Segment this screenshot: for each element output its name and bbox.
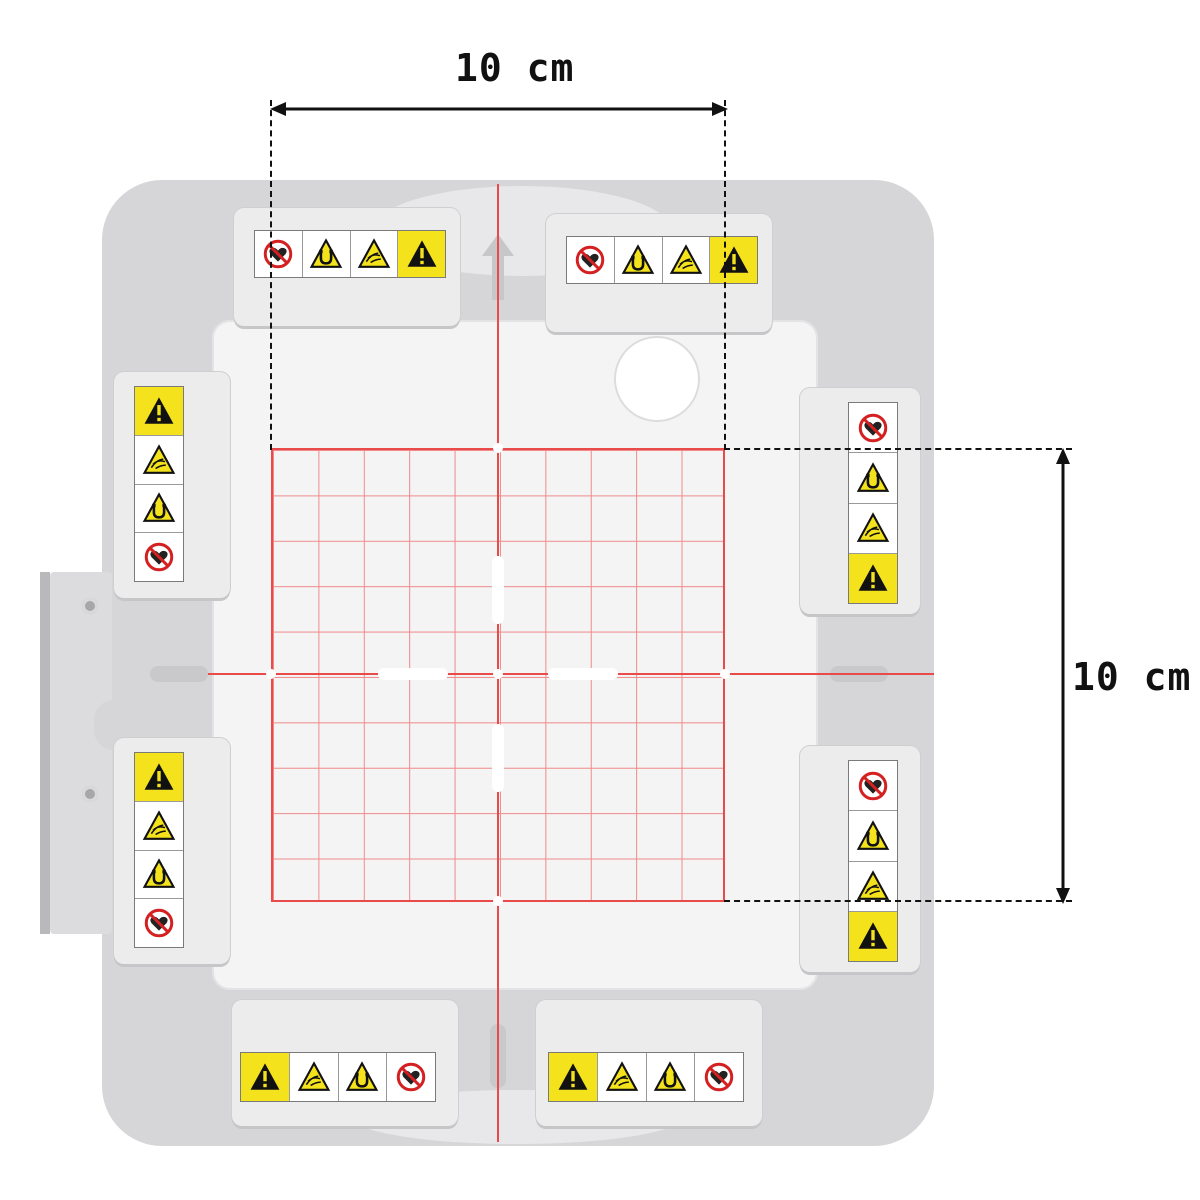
grid-slot-top bbox=[492, 556, 504, 624]
no-pacemaker-icon bbox=[856, 411, 890, 445]
clamp-rail bbox=[40, 572, 50, 934]
width-extension-right bbox=[724, 100, 726, 450]
hand-pinch-icon bbox=[142, 809, 176, 843]
warning-label-bottom-right bbox=[548, 1052, 744, 1102]
magnet-icon bbox=[345, 1060, 379, 1094]
grid-slot-right bbox=[548, 668, 618, 680]
no-pacemaker-icon bbox=[702, 1060, 736, 1094]
no-pacemaker-icon bbox=[856, 769, 890, 803]
magnet-icon bbox=[309, 237, 343, 271]
hoop-hole bbox=[614, 336, 700, 422]
grid-dot-right bbox=[720, 669, 730, 679]
vertical-center-line bbox=[497, 184, 499, 1142]
hand-pinch-icon bbox=[142, 443, 176, 477]
no-pacemaker-icon bbox=[142, 540, 176, 574]
warning-label-bottom-left bbox=[240, 1052, 436, 1102]
exclamation-icon bbox=[856, 561, 890, 595]
warning-label-left-upper bbox=[134, 386, 184, 582]
warning-label-top-left bbox=[254, 230, 446, 278]
no-pacemaker-icon bbox=[573, 243, 607, 277]
clamp-screw-bottom bbox=[82, 786, 98, 802]
width-dimension-label: 10 cm bbox=[455, 46, 575, 90]
hand-pinch-icon bbox=[297, 1060, 331, 1094]
exclamation-icon bbox=[142, 760, 176, 794]
no-pacemaker-icon bbox=[142, 906, 176, 940]
no-pacemaker-icon bbox=[394, 1060, 428, 1094]
exclamation-icon bbox=[405, 237, 439, 271]
exclamation-icon bbox=[856, 919, 890, 953]
grid-dot-top bbox=[493, 443, 503, 453]
hand-pinch-icon bbox=[357, 237, 391, 271]
hand-pinch-icon bbox=[669, 243, 703, 277]
warning-label-right-upper bbox=[848, 402, 898, 604]
exclamation-icon bbox=[717, 243, 751, 277]
magnet-icon bbox=[856, 819, 890, 853]
clamp-screw-top bbox=[82, 598, 98, 614]
magnet-icon bbox=[142, 491, 176, 525]
magnet-icon bbox=[856, 461, 890, 495]
hoop-clamp[interactable] bbox=[50, 572, 112, 934]
width-extension-left bbox=[270, 100, 272, 450]
exclamation-icon bbox=[142, 394, 176, 428]
height-extension-top bbox=[724, 448, 1072, 450]
height-extension-bottom bbox=[724, 900, 1072, 902]
magnet-icon bbox=[621, 243, 655, 277]
grid-slot-left bbox=[378, 668, 448, 680]
warning-label-left-lower bbox=[134, 752, 184, 948]
hand-pinch-icon bbox=[856, 869, 890, 903]
magnet-icon bbox=[653, 1060, 687, 1094]
warning-label-top-right bbox=[566, 236, 758, 284]
grid-dot-center bbox=[493, 669, 503, 679]
grid-dot-bottom bbox=[493, 896, 503, 906]
left-side-slot bbox=[150, 666, 208, 682]
warning-label-right-lower bbox=[848, 760, 898, 962]
hand-pinch-icon bbox=[856, 511, 890, 545]
height-arrow bbox=[1056, 448, 1070, 904]
magnet-icon bbox=[142, 857, 176, 891]
width-arrow bbox=[270, 102, 728, 116]
grid-dot-left bbox=[266, 669, 276, 679]
hand-pinch-icon bbox=[605, 1060, 639, 1094]
no-pacemaker-icon bbox=[261, 237, 295, 271]
exclamation-icon bbox=[248, 1060, 282, 1094]
grid-slot-bottom bbox=[492, 724, 504, 792]
exclamation-icon bbox=[556, 1060, 590, 1094]
height-dimension-label: 10 cm bbox=[1072, 655, 1192, 699]
